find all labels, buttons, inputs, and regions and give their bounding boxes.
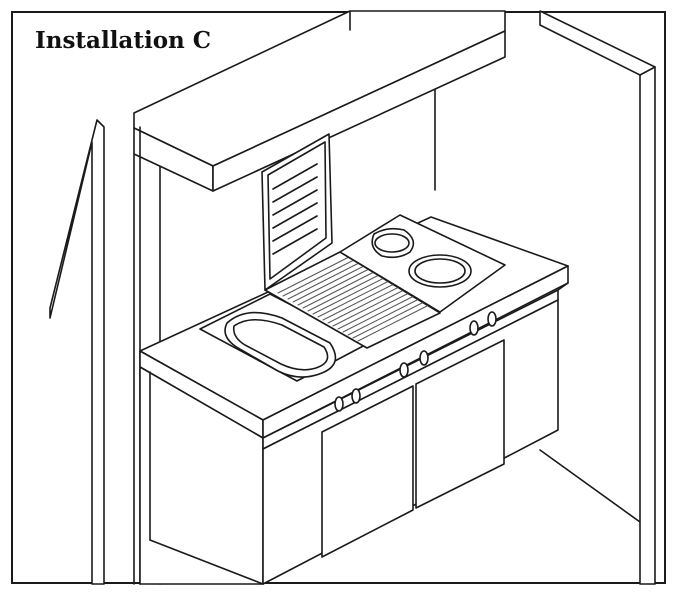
- cabinet-doors: [321, 339, 505, 558]
- page-title: Installation C: [35, 27, 216, 55]
- left-side-panel: [49, 119, 105, 585]
- control-knobs: [334, 311, 497, 412]
- grill-module: [264, 251, 441, 349]
- grill-lid: [261, 133, 333, 291]
- right-side-panel: [539, 10, 656, 585]
- fryer-module: [199, 293, 368, 382]
- hood-canopy: [133, 10, 506, 585]
- hotplate-module: [339, 214, 506, 313]
